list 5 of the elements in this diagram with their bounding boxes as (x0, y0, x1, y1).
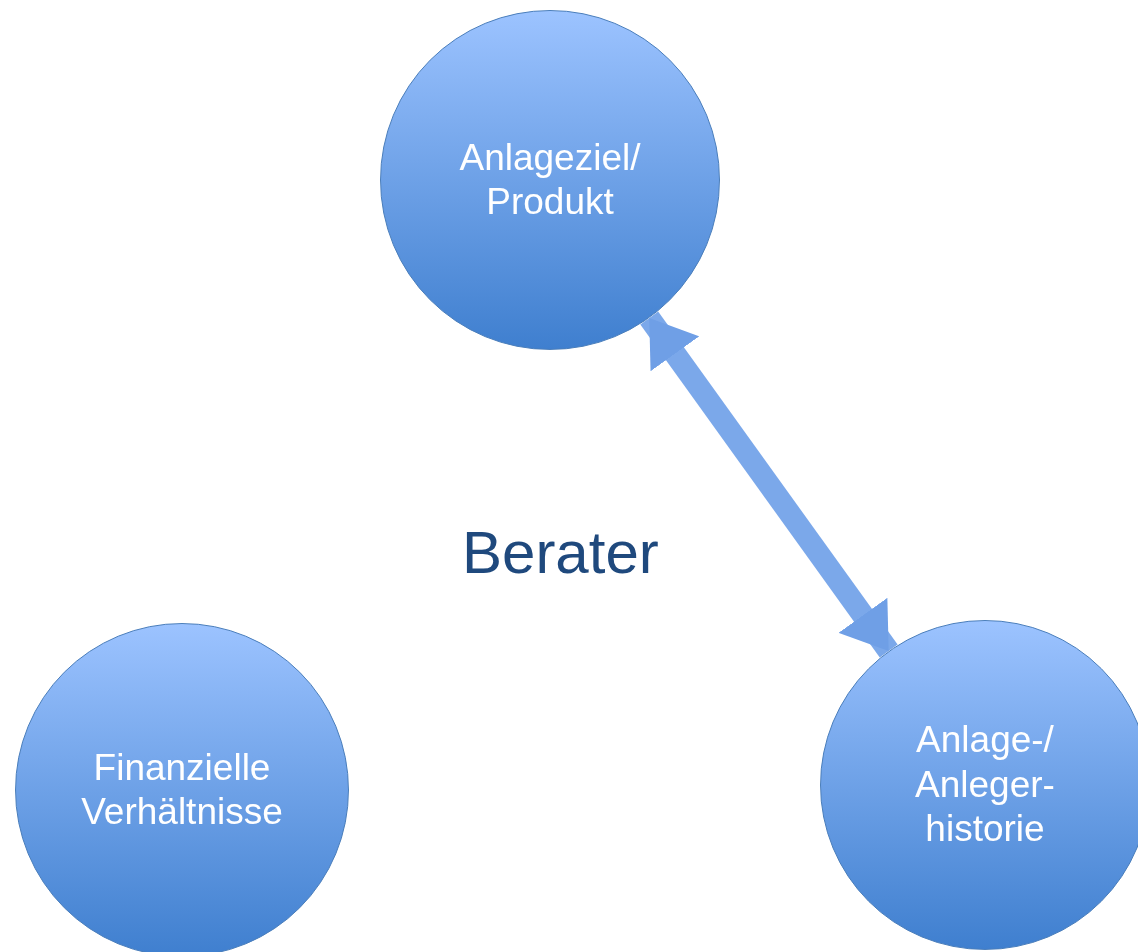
center-label: Berater (462, 518, 659, 587)
double-arrow (640, 311, 898, 658)
node-label: Anlage-/ Anleger-historie (914, 718, 1056, 852)
node-label: Anlageziel/ Produkt (458, 135, 642, 224)
node-label: Finanzielle Verhältnisse (80, 745, 284, 834)
